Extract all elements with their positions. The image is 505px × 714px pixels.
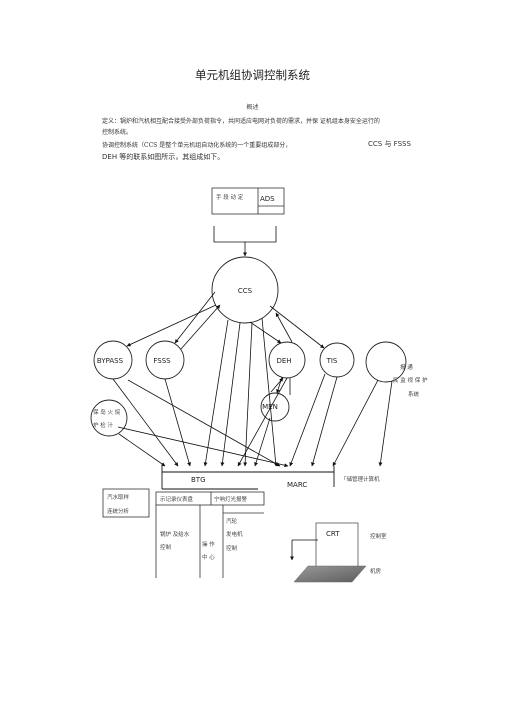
page-title: 单元机组协调控制系统 <box>195 68 310 82</box>
ads-box: 手 段 动 定 ADS <box>211 187 285 215</box>
turbine-control-label-3: 控制 <box>226 544 238 552</box>
machine-room-floor <box>293 565 367 583</box>
fsss-node: FSSS <box>145 340 185 380</box>
men-node: MEN <box>260 392 290 422</box>
manual-auto-label: 手 段 动 定 <box>216 193 244 201</box>
water-sampling-box: 汽水取样 连统分析 <box>102 488 150 518</box>
marc-bus: MARC 「储管理计算机 <box>268 466 380 489</box>
boiler-control-label-1: 锅炉 及给水 <box>160 530 190 538</box>
section-heading: 概述 <box>246 104 259 111</box>
crt-label: CRT <box>326 530 340 538</box>
bypass-label: BYPASS <box>97 357 124 365</box>
machine-room-label: 机房 <box>370 567 382 575</box>
ccs-node: CCS <box>211 256 279 324</box>
btg-bus: BTG <box>161 466 270 490</box>
ar-node: 报 通 民 监 视 保 护 系统 <box>365 341 428 398</box>
deh-label: DEH <box>276 357 291 365</box>
turbine-control-label-2: 发电机 <box>226 530 243 538</box>
description-line-b: CCS 与 FSSS <box>368 140 411 148</box>
tis-label: TIS <box>326 357 338 365</box>
description-line-a: 协调控制系统（CCS 是整个单元机组自动化系统的一个重要组成部分， <box>102 142 292 149</box>
alarm-label: 宁响灯光报警 <box>214 495 248 503</box>
control-panel-table: 示记录仪表盘 宁响灯光报警 锅炉 及给水 控制 操 作 中 心 汽轮 发电机 控… <box>155 491 265 578</box>
management-computer-label: 「储管理计算机 <box>341 475 380 483</box>
water-sampling-label-1: 汽水取样 <box>107 493 130 501</box>
boiler-detect-label-2: 炉 检 汁 <box>93 421 113 429</box>
definition-line-2: 控制系统。 <box>102 129 133 136</box>
ccs-label: CCS <box>238 287 253 295</box>
ccs-connections <box>126 291 325 395</box>
ads-label: ADS <box>260 195 275 203</box>
operation-center-label-1: 操 作 <box>202 540 215 548</box>
definition-line-1: 定义：锅炉和汽机相互配合接受外部负荷指令，共同适应电网对负荷的需求，并保 证机组… <box>102 118 380 125</box>
fsss-label: FSSS <box>153 357 171 365</box>
turbine-control-label-1: 汽轮 <box>226 517 238 525</box>
boiler-detect-node: 保 岛 火 烷 炉 检 汁 <box>90 399 128 437</box>
bypass-node: BYPASS <box>93 340 133 380</box>
description-line-4: DEH 等的联系如图所示，其组成如下。 <box>102 153 225 161</box>
ar-label-3: 系统 <box>408 390 420 398</box>
crt-station: CRT 控制室 机房 <box>290 522 387 583</box>
control-room-label: 控制室 <box>370 532 387 540</box>
ar-label-1: 报 通 <box>400 363 413 371</box>
marc-label: MARC <box>287 481 307 489</box>
ar-label-2: 民 监 视 保 护 <box>393 376 428 384</box>
water-sampling-label-2: 连统分析 <box>107 507 130 515</box>
deh-node: DEH <box>268 341 306 379</box>
boiler-detect-label-1: 保 岛 火 烷 <box>93 408 121 416</box>
btg-label: BTG <box>191 476 206 484</box>
indicators-label: 示记录仪表盘 <box>160 495 194 503</box>
men-label: MEN <box>262 403 278 411</box>
tis-node: TIS <box>319 342 355 378</box>
bus-connections <box>112 317 393 468</box>
boiler-control-label-2: 控制 <box>160 543 172 551</box>
operation-center-label-2: 中 心 <box>202 553 215 561</box>
